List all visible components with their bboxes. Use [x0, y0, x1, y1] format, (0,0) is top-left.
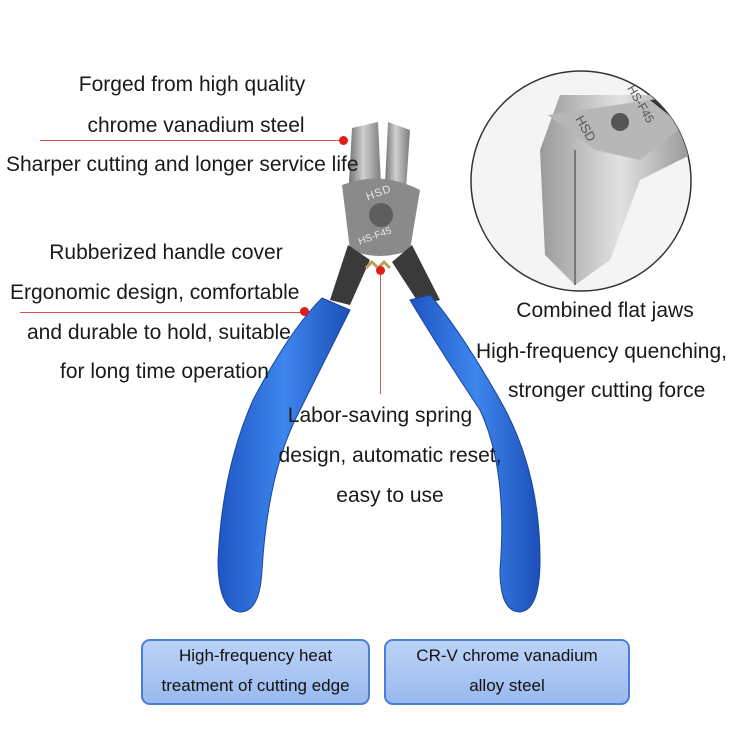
handle-marker-dot [300, 307, 309, 316]
forged-line-2: chrome vanadium steel [87, 114, 305, 137]
jaws-line-2: High-frequency quenching, [476, 340, 727, 363]
heat-treatment-badge: High-frequency heat treatment of cutting… [141, 639, 370, 705]
handle-leader-line [20, 312, 306, 313]
spring-line-3: easy to use [336, 484, 444, 507]
jaws-line-3: stronger cutting force [508, 379, 706, 402]
crv-steel-badge: CR-V chrome vanadium alloy steel [384, 639, 630, 705]
handle-line-1: Rubberized handle cover [49, 241, 283, 264]
forged-marker-dot [339, 136, 348, 145]
forged-leader-line [40, 140, 345, 141]
forged-line-1: Forged from high quality [78, 73, 306, 96]
handle-line-3: and durable to hold, suitable [27, 321, 291, 344]
handle-line-4: for long time operation [60, 360, 269, 383]
handle-line-2: Ergonomic design, comfortable [10, 281, 300, 304]
handle-grip-left [217, 297, 351, 613]
crv-badge-line-2: alloy steel [469, 676, 545, 695]
heat-badge-line-2: treatment of cutting edge [161, 676, 350, 695]
spring-leader-line [380, 274, 381, 394]
jaws-line-1: Combined flat jaws [516, 299, 694, 322]
crv-badge-line-1: CR-V chrome vanadium [416, 646, 598, 665]
heat-badge-line-1: High-frequency heat [178, 646, 333, 665]
jaw-zoom-inset [470, 70, 692, 292]
spring-line-2: design, automatic reset, [278, 444, 502, 467]
spring-marker-dot [376, 266, 385, 275]
pliers-head [330, 122, 440, 305]
handle-grip-right [409, 294, 541, 613]
spring-line-1: Labor-saving spring [287, 404, 473, 427]
forged-line-3: Sharper cutting and longer service life [6, 153, 359, 176]
